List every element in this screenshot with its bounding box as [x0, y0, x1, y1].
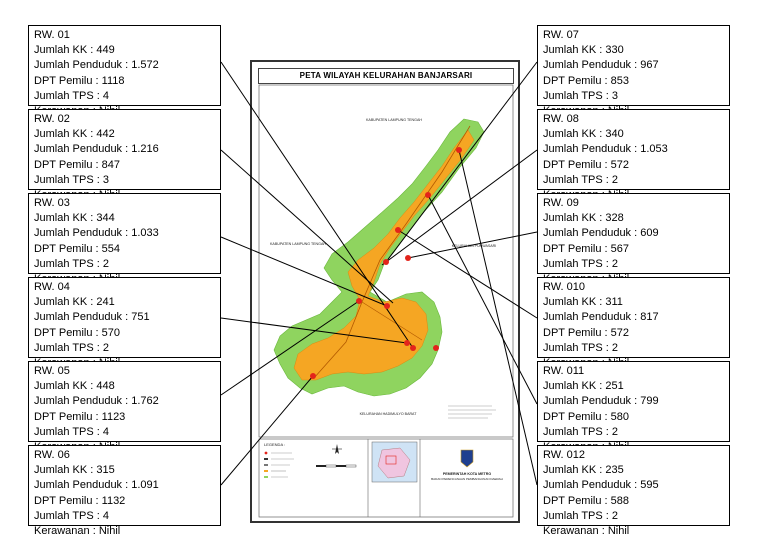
jumlah-tps: Jumlah TPS : 2: [543, 425, 618, 438]
jumlah-kk: Jumlah KK : 448: [34, 380, 115, 393]
dpt-pemilu: DPT Pemilu : 853: [543, 74, 630, 87]
agency-line-2: BADAN PERENCANAAN PEMBANGUNAN DAERAH: [431, 477, 503, 481]
jumlah-penduduk: Jumlah Penduduk : 799: [543, 395, 659, 408]
map-notes: [448, 405, 496, 419]
jumlah-penduduk: Jumlah Penduduk : 609: [543, 227, 659, 240]
jumlah-tps: Jumlah TPS : 4: [34, 89, 109, 102]
rw-number: RW. 07: [543, 29, 579, 41]
jumlah-kk: Jumlah KK : 449: [34, 44, 115, 57]
dpt-pemilu: DPT Pemilu : 580: [543, 410, 630, 423]
jumlah-penduduk: Jumlah Penduduk : 1.033: [34, 227, 159, 240]
jumlah-kk: Jumlah KK : 251: [543, 380, 624, 393]
rw-number: RW. 04: [34, 281, 70, 293]
dpt-pemilu: DPT Pemilu : 1118: [34, 74, 125, 87]
kerawanan: Kerawanan : Nihil: [543, 525, 630, 538]
map-canvas: KABUPATEN LAMPUNG TENGAH KABUPATEN LAMPU…: [258, 84, 514, 518]
rw-012-box: RW. 012 Jumlah KK : 235 Jumlah Penduduk …: [537, 445, 730, 537]
jumlah-penduduk: Jumlah Penduduk : 817: [543, 311, 659, 324]
rw-number: RW. 06: [34, 449, 70, 461]
rw-number: RW. 02: [34, 113, 70, 125]
rw-04-box: RW. 04 Jumlah KK : 241 Jumlah Penduduk :…: [28, 277, 221, 369]
dpt-pemilu: DPT Pemilu : 847: [34, 158, 121, 171]
dpt-pemilu: DPT Pemilu : 588: [543, 494, 630, 507]
jumlah-kk: Jumlah KK : 315: [34, 464, 115, 477]
jumlah-tps: Jumlah TPS : 2: [543, 257, 618, 270]
scale-bar: [316, 464, 357, 468]
rw-09-box: RW. 09 Jumlah KK : 328 Jumlah Penduduk :…: [537, 193, 730, 285]
compass-icon: [332, 444, 342, 454]
rw-number: RW. 010: [543, 281, 585, 293]
rw-02-box: RW. 02 Jumlah KK : 442 Jumlah Penduduk :…: [28, 109, 221, 201]
rw-07-box: RW. 07 Jumlah KK : 330 Jumlah Penduduk :…: [537, 25, 730, 117]
jumlah-kk: Jumlah KK : 328: [543, 212, 624, 225]
kerawanan: Kerawanan : Nihil: [34, 525, 121, 538]
rw-number: RW. 03: [34, 197, 70, 209]
jumlah-tps: Jumlah TPS : 2: [34, 341, 109, 354]
jumlah-tps: Jumlah TPS : 3: [34, 173, 109, 186]
rw-05-box: RW. 05 Jumlah KK : 448 Jumlah Penduduk :…: [28, 361, 221, 453]
jumlah-penduduk: Jumlah Penduduk : 1.762: [34, 395, 159, 408]
jumlah-tps: Jumlah TPS : 2: [543, 341, 618, 354]
rw-number: RW. 08: [543, 113, 579, 125]
rw-number: RW. 012: [543, 449, 585, 461]
rw-number: RW. 09: [543, 197, 579, 209]
agency-line-1: PEMERINTAH KOTA METRO: [443, 472, 491, 476]
jumlah-tps: Jumlah TPS : 4: [34, 509, 109, 522]
label-south: KELURAHAN HADIMULYO BARAT: [360, 412, 418, 416]
jumlah-kk: Jumlah KK : 241: [34, 296, 115, 309]
jumlah-penduduk: Jumlah Penduduk : 1.216: [34, 143, 159, 156]
legend-title: LEGENDA :: [264, 442, 285, 447]
dpt-pemilu: DPT Pemilu : 570: [34, 326, 121, 339]
dpt-pemilu: DPT Pemilu : 1123: [34, 410, 126, 423]
dpt-pemilu: DPT Pemilu : 572: [543, 326, 630, 339]
jumlah-kk: Jumlah KK : 311: [543, 296, 623, 309]
rw-number: RW. 05: [34, 365, 70, 377]
jumlah-tps: Jumlah TPS : 2: [543, 509, 618, 522]
jumlah-tps: Jumlah TPS : 4: [34, 425, 109, 438]
dpt-pemilu: DPT Pemilu : 572: [543, 158, 630, 171]
rw-number: RW. 011: [543, 365, 585, 377]
rw-01-box: RW. 01 Jumlah KK : 449 Jumlah Penduduk :…: [28, 25, 221, 117]
label-east: KELURAHAN PURWASARI: [452, 244, 497, 248]
jumlah-kk: Jumlah KK : 235: [543, 464, 624, 477]
map-frame: PETA WILAYAH KELURAHAN BANJARSARI KABUPA…: [250, 60, 520, 523]
jumlah-kk: Jumlah KK : 330: [543, 44, 624, 57]
jumlah-kk: Jumlah KK : 442: [34, 128, 115, 141]
jumlah-penduduk: Jumlah Penduduk : 967: [543, 59, 659, 72]
jumlah-penduduk: Jumlah Penduduk : 1.572: [34, 59, 159, 72]
jumlah-penduduk: Jumlah Penduduk : 751: [34, 311, 150, 324]
inset-map: [371, 441, 418, 483]
rw-010-box: RW. 010 Jumlah KK : 311 Jumlah Penduduk …: [537, 277, 730, 369]
rw-011-box: RW. 011 Jumlah KK : 251 Jumlah Penduduk …: [537, 361, 730, 453]
dpt-pemilu: DPT Pemilu : 554: [34, 242, 121, 255]
jumlah-tps: Jumlah TPS : 2: [34, 257, 109, 270]
jumlah-tps: Jumlah TPS : 3: [543, 89, 618, 102]
label-north: KABUPATEN LAMPUNG TENGAH: [366, 118, 422, 122]
jumlah-tps: Jumlah TPS : 2: [543, 173, 618, 186]
jumlah-penduduk: Jumlah Penduduk : 1.091: [34, 479, 159, 492]
rw-03-box: RW. 03 Jumlah KK : 344 Jumlah Penduduk :…: [28, 193, 221, 285]
rw-08-box: RW. 08 Jumlah KK : 340 Jumlah Penduduk :…: [537, 109, 730, 201]
rw-06-box: RW. 06 Jumlah KK : 315 Jumlah Penduduk :…: [28, 445, 221, 537]
dpt-pemilu: DPT Pemilu : 567: [543, 242, 630, 255]
jumlah-kk: Jumlah KK : 344: [34, 212, 115, 225]
jumlah-penduduk: Jumlah Penduduk : 595: [543, 479, 659, 492]
rw-number: RW. 01: [34, 29, 70, 41]
dpt-pemilu: DPT Pemilu : 1132: [34, 494, 126, 507]
jumlah-kk: Jumlah KK : 340: [543, 128, 624, 141]
label-west: KABUPATEN LAMPUNG TENGAH: [270, 242, 326, 246]
jumlah-penduduk: Jumlah Penduduk : 1.053: [543, 143, 668, 156]
